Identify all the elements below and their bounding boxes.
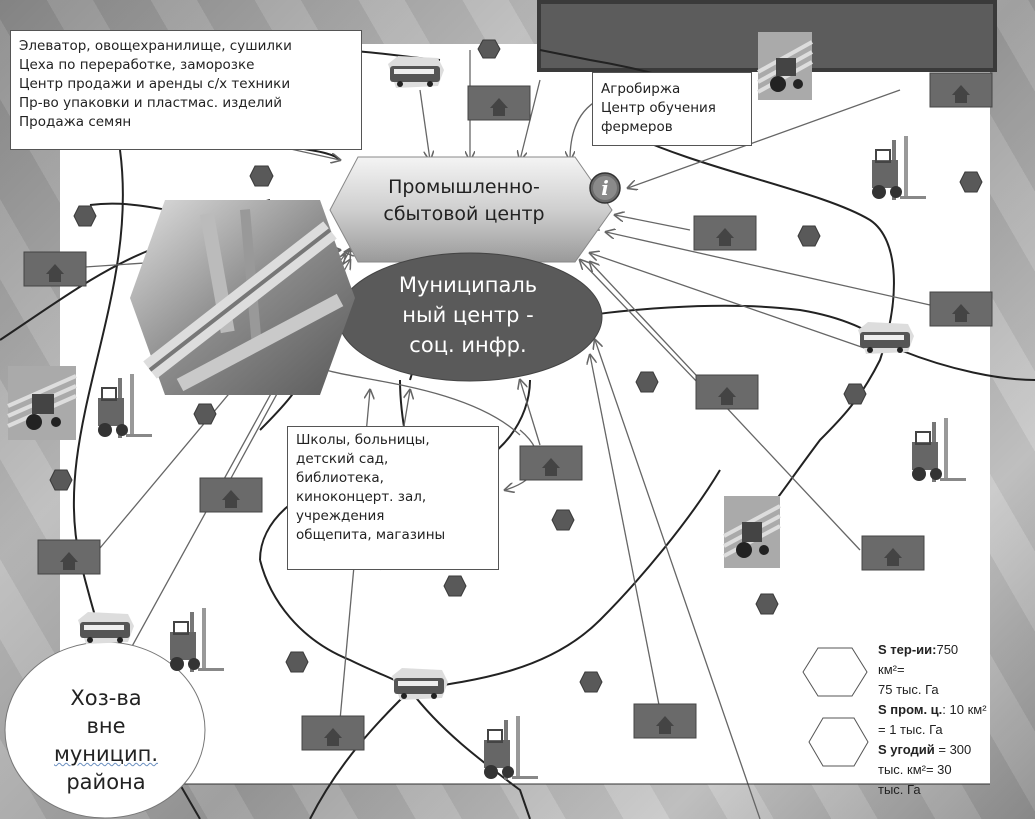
hexagon-icon <box>49 469 73 491</box>
bus-icon <box>78 612 134 644</box>
social-line: детский сад, <box>296 451 389 467</box>
social-line: Школы, больницы, <box>296 432 430 448</box>
bus-icon <box>392 668 448 700</box>
legend-industrial: S пром. ц.: 10 км² <box>878 700 1035 720</box>
agro-exchange-textbox: Агробиржа Центр обучения фермеров <box>592 72 752 146</box>
hexagon-icon <box>959 171 983 193</box>
services-line: Продажа семян <box>19 114 132 130</box>
legend-industrial-label: S пром. ц. <box>878 702 943 717</box>
forklift-icon <box>484 716 538 780</box>
hexagon-icon <box>285 651 309 673</box>
house-icon <box>633 703 697 739</box>
area-legend: S тер-ии:750 км²= 75 тыс. Га S пром. ц.:… <box>878 640 1035 800</box>
house-icon <box>199 477 263 513</box>
hexagon-icon <box>477 39 501 59</box>
legend-land-unit: тыс. км²= 30 <box>878 762 952 777</box>
hexagon-icon <box>73 205 97 227</box>
legend-land: S угодий = 300 <box>878 740 1035 760</box>
social-infrastructure-textbox: Школы, больницы, детский сад, библиотека… <box>287 426 499 570</box>
municipal-center-label: Муниципаль ный центр - соц. инфр. <box>352 270 584 360</box>
forklift-icon <box>98 374 152 438</box>
house-icon <box>929 291 993 327</box>
industrial-line2: сбытовой центр <box>383 203 545 225</box>
legend-industrial-ha: = 1 тыс. Га <box>878 722 943 737</box>
house-icon <box>519 445 583 481</box>
buses <box>78 56 914 700</box>
house-icon <box>929 72 993 108</box>
legend-territory-label: S тер-ии: <box>878 642 937 657</box>
industrial-center-shape <box>329 156 613 263</box>
hexagon-icon <box>579 671 603 693</box>
forklift-icon <box>912 418 966 482</box>
hexagons <box>49 39 983 693</box>
outside-farms-label: Хоз-ва вне муницип. района <box>20 684 192 796</box>
agro-line: Агробиржа <box>601 81 681 97</box>
services-line: Элеватор, овощехранилище, сушилки <box>19 38 292 54</box>
outside-line3: муницип. <box>54 742 158 766</box>
outside-line1: Хоз-ва <box>70 686 142 710</box>
tractor-icon <box>7 366 77 440</box>
hexagon-icon <box>797 225 821 247</box>
forklift-icon <box>872 136 926 200</box>
hexagon-icon <box>443 575 467 597</box>
hexagon-icon <box>755 593 779 615</box>
hexagon-icon <box>193 403 217 425</box>
legend-territory: S тер-ии:750 <box>878 640 1035 660</box>
forklift-icon <box>170 608 224 672</box>
house-icon <box>861 535 925 571</box>
hexagon-icon <box>551 509 575 531</box>
municipal-line3: соц. инфр. <box>409 333 527 357</box>
houses <box>23 72 993 751</box>
services-line: Центр продажи и аренды с/х техники <box>19 76 291 92</box>
agro-line: Центр обучения <box>601 100 716 116</box>
municipal-line1: Муниципаль <box>398 273 538 297</box>
industrial-center-label: Промышленно- сбытовой центр <box>346 174 582 228</box>
legend-industrial-value: : 10 км² <box>942 702 987 717</box>
info-icon[interactable]: i <box>587 170 623 206</box>
legend-hexagon-icon <box>808 717 869 767</box>
factory-photo <box>130 200 355 395</box>
svg-text:i: i <box>601 176 609 200</box>
outside-line2: вне <box>86 714 126 738</box>
industrial-line1: Промышленно- <box>388 176 540 198</box>
tractor-icon <box>723 496 781 568</box>
legend-territory-ha: 75 тыс. Га <box>878 682 939 697</box>
municipal-line2: ный центр - <box>402 303 534 327</box>
legend-land-value: = 300 <box>934 742 972 757</box>
bus-icon <box>858 322 914 354</box>
house-icon <box>301 715 365 751</box>
services-textbox: Элеватор, овощехранилище, сушилки Цеха п… <box>10 30 362 150</box>
house-icon <box>695 374 759 410</box>
legend-land-label: S угодий <box>878 742 935 757</box>
hexagon-icon <box>635 371 659 393</box>
agro-line: фермеров <box>601 119 673 135</box>
tractor-icon <box>757 32 813 100</box>
legend-land-ha: тыс. Га <box>878 782 921 797</box>
legend-territory-value: 750 <box>936 642 959 657</box>
house-icon <box>467 85 531 121</box>
hexagon-icon <box>249 165 274 187</box>
legend-territory-unit: км²= <box>878 662 905 677</box>
social-line: учреждения <box>296 508 385 524</box>
services-line: Пр-во упаковки и пластмас. изделий <box>19 95 283 111</box>
outside-line4: района <box>66 770 146 794</box>
services-line: Цеха по переработке, заморозке <box>19 57 255 73</box>
house-icon <box>693 215 757 251</box>
tractors <box>7 32 813 568</box>
social-line: библиотека, <box>296 470 384 486</box>
legend-hexagon-icon <box>802 647 868 697</box>
bus-icon <box>388 56 444 88</box>
hexagon-icon <box>843 383 867 405</box>
forklifts <box>98 136 966 780</box>
house-icon <box>37 539 101 575</box>
social-line: общепита, магазины <box>296 527 446 543</box>
house-icon <box>23 251 87 287</box>
social-line: киноконцерт. зал, <box>296 489 427 505</box>
